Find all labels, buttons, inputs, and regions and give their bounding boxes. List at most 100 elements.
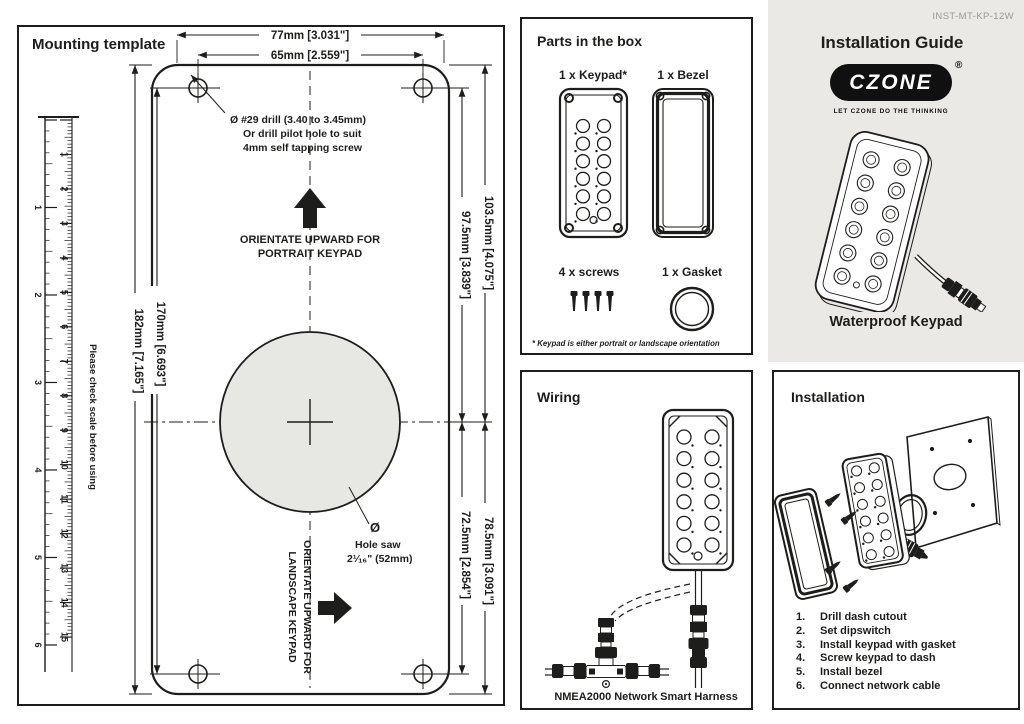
cable-connector	[941, 277, 987, 312]
wiring-drawing: NMEA2000 Network Smart Harness	[545, 408, 738, 703]
guide-title: Installation Guide	[820, 33, 964, 52]
svg-text:1: 1	[33, 205, 43, 210]
installation-steps: 1.Drill dash cutout 2.Set dipswitch 3.In…	[796, 611, 956, 694]
drop-cable	[609, 583, 691, 622]
install-step: 5.Install bezel	[796, 666, 883, 679]
screws-qty-label: 4 x screws	[559, 265, 620, 279]
dash-panel	[906, 415, 1001, 550]
svg-text:ORIENTATE UPWARD FOR: ORIENTATE UPWARD FOR	[240, 234, 380, 246]
bezel-part	[652, 88, 714, 238]
svg-text:4mm self tapping screw: 4mm self tapping screw	[243, 142, 363, 154]
parts-in-box-panel: Parts in the box 1 x Keypad* 1 x Bezel 4…	[520, 17, 753, 355]
czone-logo: CZONE	[830, 64, 952, 101]
nmea2000-tee	[545, 618, 669, 689]
svg-text:14: 14	[60, 598, 70, 608]
registered-mark: ®	[955, 60, 963, 71]
portrait-orientation-note: ORIENTATE UPWARD FOR PORTRAIT KEYPAD	[240, 188, 380, 260]
mounting-title: Mounting template	[32, 36, 166, 53]
dim-width-outer: 77mm [3.031"]	[271, 30, 349, 42]
svg-text:2¹⁄₁₆" (52mm): 2¹⁄₁₆" (52mm)	[347, 553, 412, 565]
install-step: 1.Drill dash cutout	[796, 611, 907, 623]
svg-text:Hole saw: Hole saw	[355, 539, 401, 551]
svg-text:Ø: Ø	[370, 520, 380, 535]
right-arrow-icon	[318, 592, 352, 624]
svg-text:2: 2	[33, 292, 43, 297]
scale-check-note: Please check scale before using	[87, 344, 98, 490]
hole-saw-note: Ø Hole saw 2¹⁄₁₆" (52mm)	[347, 486, 412, 565]
parts-footnote: * Keypad is either portrait or landscape…	[532, 339, 720, 348]
product-name: Waterproof Keypad	[829, 314, 963, 330]
light-sensor	[693, 551, 703, 561]
svg-text:PORTRAIT KEYPAD: PORTRAIT KEYPAD	[258, 248, 362, 260]
install-step: 2.Set dipswitch	[796, 624, 891, 637]
installation-exploded-drawing	[774, 415, 1001, 600]
keypad-qty-label: 1 x Keypad*	[559, 68, 627, 82]
installation-panel: Installation	[772, 370, 1020, 710]
wiring-title: Wiring	[537, 389, 581, 405]
bezel-exploded	[774, 488, 838, 600]
svg-text:5: 5	[33, 555, 43, 560]
svg-text:6: 6	[60, 324, 70, 329]
svg-text:13: 13	[60, 563, 70, 573]
cover-section: INST-MT-KP-12W Installation Guide CZONE …	[768, 0, 1024, 362]
dim-center-bottom-inner: 72.5mm [2.854"]	[459, 511, 471, 599]
wiring-keypad	[661, 408, 735, 572]
svg-text:9: 9	[60, 428, 70, 433]
keypad-isometric-drawing	[814, 131, 987, 312]
svg-text:7: 7	[60, 359, 70, 364]
screws-part	[570, 291, 614, 311]
svg-text:12: 12	[60, 529, 70, 539]
svg-text:Ø #29 drill (3.40 to 3.45mm): Ø #29 drill (3.40 to 3.45mm)	[230, 114, 366, 126]
keypad-buttons	[574, 118, 612, 223]
smart-harness-label: Smart Harness	[660, 691, 738, 703]
wiring-keypad-buttons	[676, 429, 722, 555]
svg-text:1: 1	[60, 152, 70, 157]
dimension-labels: 77mm [3.031"] 65mm [2.559"] 182mm [7.165…	[128, 28, 494, 611]
parts-drawing: 1 x Keypad* 1 x Bezel 4 x screws 1 x Gas…	[558, 68, 722, 332]
dim-top-center-inner: 97.5mm [3.839"]	[459, 211, 471, 299]
gasket-part	[669, 286, 715, 332]
install-step: 3.Install keypad with gasket	[796, 638, 956, 651]
up-arrow-icon	[294, 188, 326, 228]
svg-text:15: 15	[60, 632, 70, 642]
svg-text:3: 3	[33, 380, 43, 385]
svg-text:11: 11	[60, 494, 70, 504]
installation-title: Installation	[791, 389, 865, 405]
dim-center-bottom-outer: 78.5mm [3.091"]	[482, 517, 494, 605]
svg-text:ORIENTATE UPWARD FOR: ORIENTATE UPWARD FOR	[301, 540, 313, 674]
svg-text:6: 6	[33, 642, 43, 647]
svg-text:2: 2	[60, 186, 70, 191]
dim-width-inner: 65mm [2.559"]	[271, 50, 349, 62]
dim-top-center-outer: 103.5mm [4.075"]	[482, 196, 494, 290]
install-step: 6.Connect network cable	[796, 679, 941, 692]
parts-title: Parts in the box	[537, 33, 643, 49]
install-step: 4.Screw keypad to dash	[796, 652, 936, 665]
svg-text:4: 4	[60, 255, 70, 260]
landscape-orientation-note: ORIENTATE UPWARD FOR LANDSCAPE KEYPAD	[286, 540, 352, 674]
svg-text:5: 5	[60, 290, 70, 295]
svg-text:8: 8	[60, 393, 70, 398]
light-sensor	[589, 215, 598, 225]
drill-note: Ø #29 drill (3.40 to 3.45mm) Or drill pi…	[190, 74, 366, 154]
bezel-qty-label: 1 x Bezel	[657, 68, 708, 82]
document-code: INST-MT-KP-12W	[932, 11, 1014, 22]
keypad-part	[558, 87, 629, 239]
gasket-qty-label: 1 x Gasket	[662, 265, 722, 279]
keypad-exploded	[841, 452, 910, 571]
dim-height-inner: 170mm [6.693"]	[154, 302, 166, 387]
brand-tagline: LET CZONE DO THE THINKING	[833, 108, 949, 115]
nmea2000-label: NMEA2000 Network	[554, 691, 658, 703]
mounting-screws	[824, 493, 859, 593]
dash-cutout-hole	[933, 463, 967, 491]
svg-text:LANDSCAPE KEYPAD: LANDSCAPE KEYPAD	[286, 551, 298, 663]
svg-text:3: 3	[60, 221, 70, 226]
template-outline	[144, 63, 492, 696]
svg-text:Or drill pilot hole to suit: Or drill pilot hole to suit	[243, 128, 362, 140]
svg-text:10: 10	[60, 460, 70, 470]
dim-height-outer: 182mm [7.165"]	[132, 309, 144, 394]
